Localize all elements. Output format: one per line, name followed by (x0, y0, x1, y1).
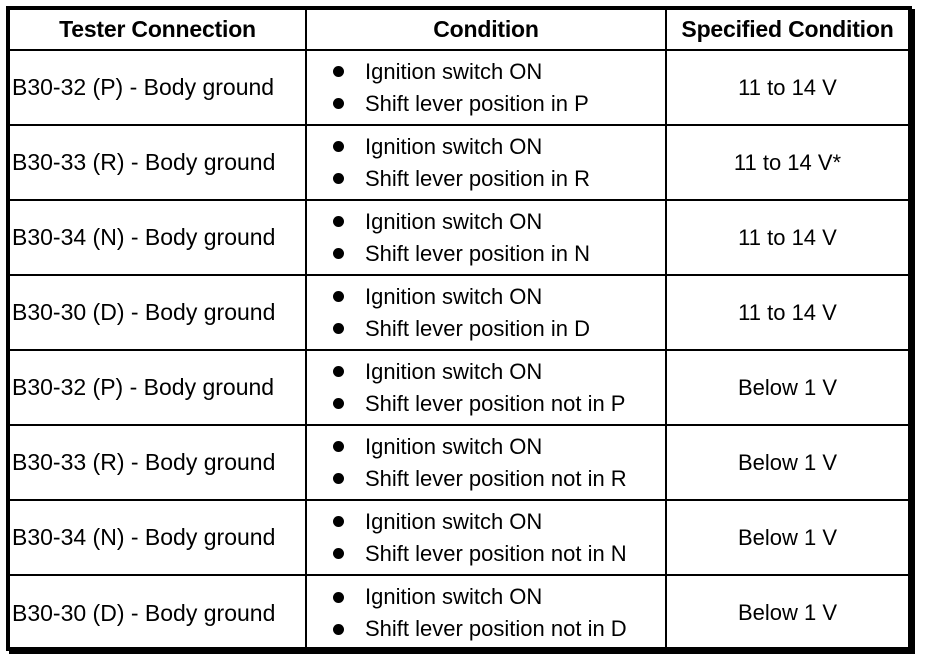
tester-connection-cell: B30-33 (R) - Body ground (10, 124, 307, 201)
condition-cell: Ignition switch ON Shift lever position … (305, 49, 667, 126)
condition-cell: Ignition switch ON Shift lever position … (305, 274, 667, 351)
table-row: B30-34 (N) - Body ground Ignition switch… (10, 199, 908, 276)
condition-text: Shift lever position in D (365, 315, 590, 341)
tester-connection-cell: B30-30 (D) - Body ground (10, 574, 307, 650)
condition-item: Ignition switch ON (333, 281, 665, 313)
specified-condition-cell: 11 to 14 V* (665, 124, 908, 201)
condition-item: Shift lever position not in P (333, 388, 665, 420)
bullet-icon (333, 141, 344, 152)
condition-text: Shift lever position in P (365, 90, 589, 116)
condition-text: Shift lever position in N (365, 240, 590, 266)
bullet-icon (333, 216, 344, 227)
specified-condition-cell: Below 1 V (665, 424, 908, 501)
table-row: B30-33 (R) - Body ground Ignition switch… (10, 424, 908, 501)
specified-condition-cell: 11 to 14 V (665, 274, 908, 351)
table-row: B30-32 (P) - Body ground Ignition switch… (10, 49, 908, 126)
bullet-icon (333, 248, 344, 259)
tester-connection-cell: B30-32 (P) - Body ground (10, 49, 307, 126)
header-row: Tester Connection Condition Specified Co… (10, 10, 908, 51)
condition-text: Ignition switch ON (365, 208, 543, 234)
table-row: B30-33 (R) - Body ground Ignition switch… (10, 124, 908, 201)
condition-cell: Ignition switch ON Shift lever position … (305, 124, 667, 201)
table-row: B30-32 (P) - Body ground Ignition switch… (10, 349, 908, 426)
condition-item: Ignition switch ON (333, 206, 665, 238)
condition-item: Shift lever position in P (333, 88, 665, 120)
header-tester-connection: Tester Connection (10, 10, 307, 51)
tester-connection-cell: B30-30 (D) - Body ground (10, 274, 307, 351)
header-condition: Condition (305, 10, 667, 51)
condition-cell: Ignition switch ON Shift lever position … (305, 199, 667, 276)
spec-table: Tester Connection Condition Specified Co… (10, 10, 908, 650)
condition-text: Shift lever position not in D (365, 616, 627, 641)
condition-text: Shift lever position not in P (365, 390, 626, 416)
bullet-icon (333, 66, 344, 77)
tester-connection-cell: B30-33 (R) - Body ground (10, 424, 307, 501)
condition-item: Shift lever position in D (333, 313, 665, 345)
specified-condition-cell: 11 to 14 V (665, 49, 908, 126)
bullet-icon (333, 548, 344, 559)
condition-text: Shift lever position not in N (365, 540, 627, 566)
condition-item: Ignition switch ON (333, 356, 665, 388)
table-row: B30-30 (D) - Body ground Ignition switch… (10, 274, 908, 351)
specified-condition-cell: Below 1 V (665, 499, 908, 576)
tester-connection-cell: B30-32 (P) - Body ground (10, 349, 307, 426)
condition-text: Ignition switch ON (365, 433, 543, 459)
condition-cell: Ignition switch ON Shift lever position … (305, 499, 667, 576)
condition-item: Ignition switch ON (333, 131, 665, 163)
condition-cell: Ignition switch ON Shift lever position … (305, 349, 667, 426)
condition-text: Shift lever position in R (365, 165, 590, 191)
specified-condition-cell: Below 1 V (665, 349, 908, 426)
condition-text: Ignition switch ON (365, 584, 543, 609)
bullet-icon (333, 441, 344, 452)
condition-text: Shift lever position not in R (365, 465, 627, 491)
bullet-icon (333, 98, 344, 109)
bullet-icon (333, 473, 344, 484)
bullet-icon (333, 591, 344, 603)
condition-item: Ignition switch ON (333, 581, 665, 613)
bullet-icon (333, 516, 344, 527)
bullet-icon (333, 323, 344, 334)
bullet-icon (333, 173, 344, 184)
condition-cell: Ignition switch ON Shift lever position … (305, 424, 667, 501)
bullet-icon (333, 291, 344, 302)
tester-connection-cell: B30-34 (N) - Body ground (10, 499, 307, 576)
table-row: B30-30 (D) - Body ground Ignition switch… (10, 574, 908, 650)
condition-text: Ignition switch ON (365, 358, 543, 384)
spec-table-frame: Tester Connection Condition Specified Co… (6, 6, 912, 651)
condition-text: Ignition switch ON (365, 58, 543, 84)
condition-text: Ignition switch ON (365, 283, 543, 309)
bullet-icon (333, 398, 344, 409)
condition-cell: Ignition switch ON Shift lever position … (305, 574, 667, 650)
condition-item: Shift lever position not in D (333, 613, 665, 645)
condition-item: Shift lever position in N (333, 238, 665, 270)
specified-condition-cell: 11 to 14 V (665, 199, 908, 276)
condition-item: Shift lever position not in R (333, 463, 665, 495)
condition-item: Ignition switch ON (333, 56, 665, 88)
tester-connection-cell: B30-34 (N) - Body ground (10, 199, 307, 276)
condition-item: Shift lever position not in N (333, 538, 665, 570)
condition-item: Ignition switch ON (333, 506, 665, 538)
table-row: B30-34 (N) - Body ground Ignition switch… (10, 499, 908, 576)
specified-condition-cell: Below 1 V (665, 574, 908, 650)
header-specified-condition: Specified Condition (665, 10, 908, 51)
condition-item: Ignition switch ON (333, 431, 665, 463)
condition-text: Ignition switch ON (365, 133, 543, 159)
condition-item: Shift lever position in R (333, 163, 665, 195)
bullet-icon (333, 623, 344, 635)
condition-text: Ignition switch ON (365, 508, 543, 534)
bullet-icon (333, 366, 344, 377)
